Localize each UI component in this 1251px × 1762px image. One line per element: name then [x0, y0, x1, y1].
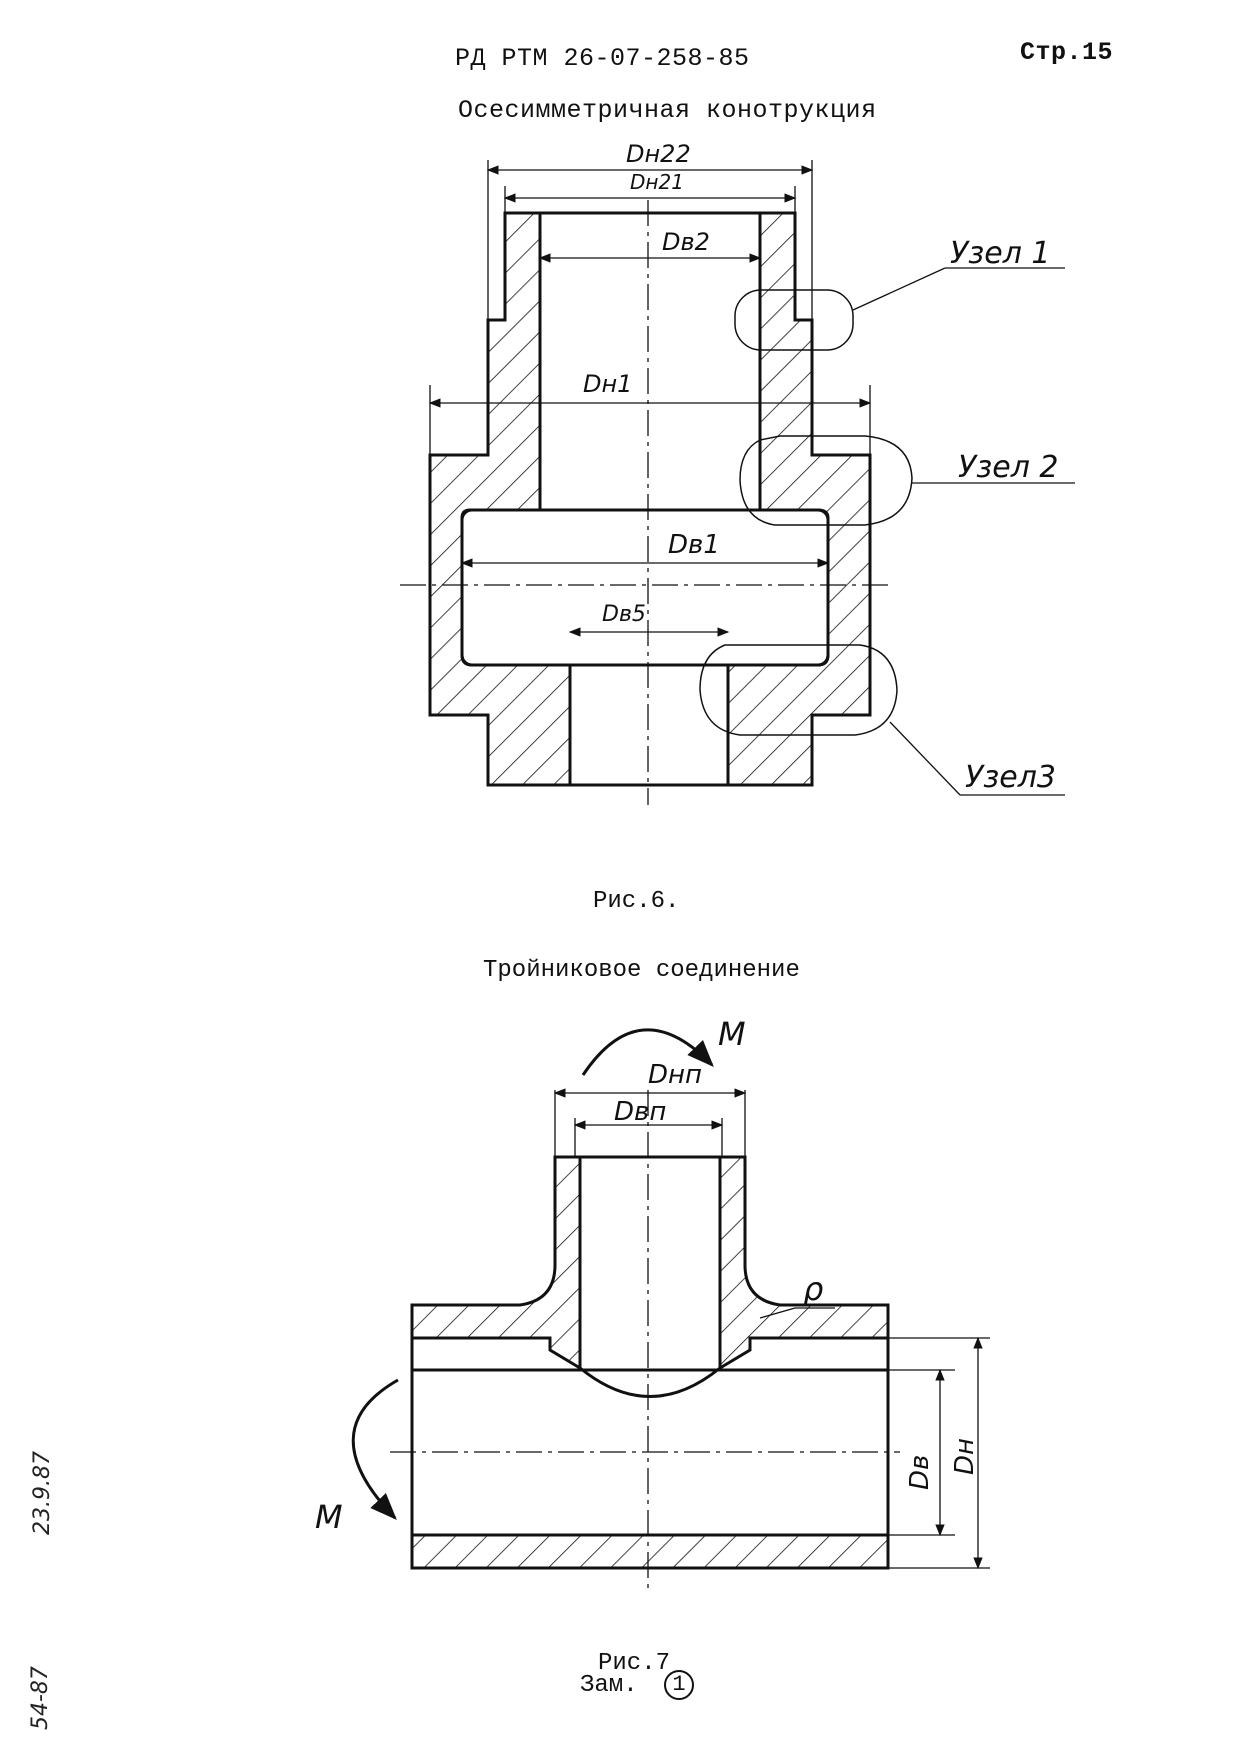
dim-dv: Dв — [905, 1454, 935, 1490]
moment-label-left: M — [315, 1498, 343, 1536]
node2-label: Узел 2 — [958, 450, 1059, 485]
moment-label-top: M — [718, 1015, 746, 1053]
dim-dn: Dн — [950, 1437, 980, 1475]
dim-dn1: Dн1 — [583, 370, 633, 398]
dim-dv2: Dв2 — [662, 228, 710, 256]
moment-arrow-left — [351, 1378, 399, 1520]
dim-rho: ρ — [803, 1270, 824, 1308]
margin-stamp-number: 54-87 — [28, 1666, 53, 1730]
fig7-branch-wall-left — [410, 1155, 582, 1371]
figure6-title: Осесимметричная конотрукция — [458, 96, 877, 125]
dim-dnp: Dнп — [648, 1060, 703, 1090]
fig7-branch-wall-right — [718, 1155, 890, 1371]
node2-outline — [739, 435, 913, 526]
figure7-caption: Рис.7 — [598, 1650, 671, 1677]
margin-stamp-date: 23.9.87 — [30, 1451, 55, 1535]
amendment-number: 1 — [664, 1670, 694, 1700]
fig7-bottom-wall — [410, 1533, 890, 1570]
figure7-drawing — [351, 1028, 990, 1590]
node1-outline — [734, 289, 854, 351]
node3-outline — [699, 644, 898, 736]
figure6-drawing — [400, 160, 1075, 805]
document-code: РД РТМ 26-07-258-85 — [455, 44, 750, 73]
amendment-label: Зам. — [580, 1672, 638, 1699]
dim-dn21: Dн21 — [630, 170, 684, 194]
dim-dv5: Dв5 — [602, 602, 646, 627]
figure6-caption: Рис.6. — [593, 888, 680, 915]
node1-label: Узел 1 — [950, 236, 1051, 271]
dim-dn22: Dн22 — [626, 140, 691, 168]
dim-dv1: Dв1 — [668, 530, 720, 560]
moment-arrow-top — [581, 1028, 714, 1076]
dim-dvp: Dвп — [614, 1097, 667, 1127]
figure7-title: Тройниковое соединение — [483, 957, 800, 984]
node3-label: Узел3 — [965, 760, 1056, 795]
fig6-section-left — [428, 211, 572, 787]
fig6-section-right — [726, 211, 872, 787]
page-number: Стр.15 — [1020, 38, 1114, 67]
